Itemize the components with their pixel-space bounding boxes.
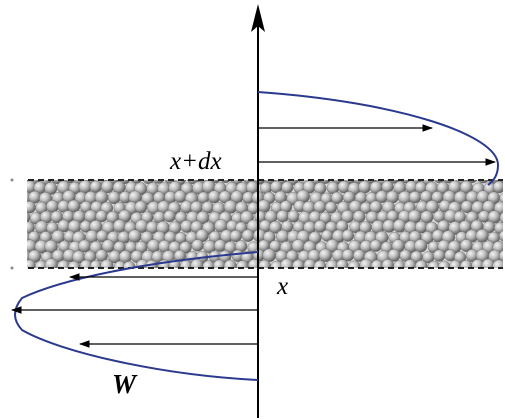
particle-sphere <box>236 260 249 268</box>
particle-sphere <box>229 230 242 243</box>
particle-sphere <box>213 239 227 252</box>
particle-sphere <box>499 212 503 224</box>
particle-sphere <box>403 259 417 268</box>
particle-sphere <box>499 230 503 242</box>
particle-sphere <box>444 249 457 262</box>
particle-sphere <box>213 259 226 268</box>
particle-sphere <box>207 190 221 204</box>
particle-sphere <box>292 259 305 268</box>
particle-sphere <box>95 249 108 262</box>
particle-sphere <box>498 250 503 262</box>
particle-sphere <box>287 210 300 223</box>
particle-spheres <box>27 180 503 268</box>
particle-sphere <box>341 229 355 242</box>
particle-sphere <box>313 260 327 268</box>
particle-sphere <box>27 201 36 214</box>
particle-sphere <box>358 180 371 194</box>
particle-sphere <box>89 260 102 268</box>
particle-sphere <box>393 260 406 268</box>
label-x-plus-dx: x+dx <box>169 148 222 175</box>
particle-sphere <box>257 199 271 213</box>
granular-particle-layer <box>27 180 503 268</box>
particle-sphere <box>276 209 289 223</box>
particle-sphere <box>134 200 148 214</box>
particle-sphere <box>475 229 489 243</box>
particle-sphere <box>100 259 114 268</box>
particle-sphere <box>112 219 127 233</box>
particle-sphere <box>325 201 338 214</box>
particle-sphere <box>152 180 165 184</box>
label-x: x <box>276 273 288 300</box>
particle-sphere <box>258 259 271 268</box>
particle-sphere <box>381 180 394 193</box>
particle-sphere <box>173 249 187 263</box>
particle-sphere <box>433 249 446 262</box>
particle-sphere <box>241 229 255 242</box>
particle-sphere <box>280 258 294 268</box>
particle-sphere <box>44 181 58 195</box>
particle-sphere <box>190 258 204 268</box>
particle-sphere <box>460 200 474 213</box>
label-w: W <box>112 369 138 399</box>
particle-sphere <box>370 259 384 268</box>
particle-sphere <box>67 199 81 213</box>
particle-sphere <box>318 248 333 263</box>
particle-sphere <box>130 180 142 184</box>
particle-sphere <box>173 190 187 203</box>
particle-sphere <box>128 229 142 243</box>
particle-sphere <box>223 259 237 268</box>
particle-sphere <box>319 180 332 184</box>
particle-sphere <box>460 259 473 268</box>
particle-sphere <box>414 239 428 253</box>
particle-sphere <box>78 239 92 253</box>
lower-boundary-dot <box>10 266 14 270</box>
particle-sphere <box>163 210 176 223</box>
lower-velocity-profile-curve <box>14 251 259 381</box>
particle-sphere <box>381 259 394 268</box>
upper-velocity-profile-curve <box>257 91 500 186</box>
particle-sphere <box>369 239 382 252</box>
particle-sphere <box>179 260 193 268</box>
particle-sphere <box>142 180 155 185</box>
particle-sphere <box>433 180 445 184</box>
particle-sphere <box>44 258 59 268</box>
particle-sphere <box>477 180 489 184</box>
particle-sphere <box>223 199 238 214</box>
particle-sphere <box>392 219 407 233</box>
particle-sphere <box>202 260 215 268</box>
particle-sphere <box>281 181 294 194</box>
particle-sphere <box>420 210 434 224</box>
particle-sphere <box>492 181 503 194</box>
particle-sphere <box>27 259 36 268</box>
particle-sphere <box>492 259 503 268</box>
particle-sphere <box>415 260 428 268</box>
upper-boundary-dot <box>10 178 14 182</box>
particle-sphere <box>336 259 349 268</box>
particle-sphere <box>408 191 422 204</box>
particle-sphere <box>191 239 204 252</box>
particle-sphere <box>499 192 503 205</box>
particle-sphere <box>453 210 466 224</box>
particle-sphere <box>438 260 451 268</box>
vertical-axis-arrowhead-icon <box>251 4 265 32</box>
particle-sphere <box>449 260 462 268</box>
